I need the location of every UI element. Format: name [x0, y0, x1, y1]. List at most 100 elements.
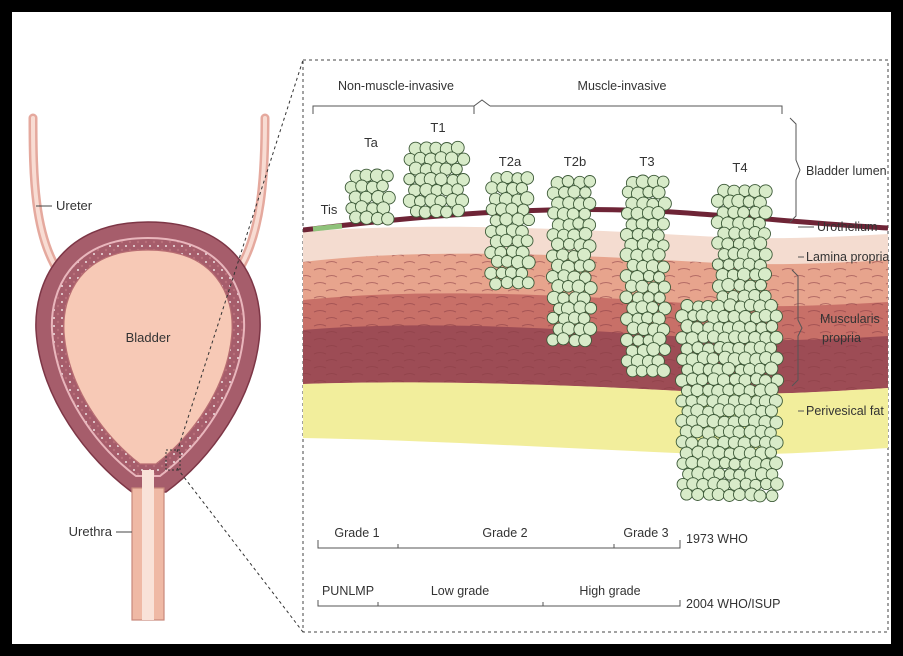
tumor-cell	[653, 249, 665, 261]
tumor-cell	[452, 204, 464, 216]
tumor-cell	[681, 488, 693, 500]
grade-1-label: Grade 1	[334, 526, 379, 540]
tumor-cell	[521, 235, 533, 247]
tumor-cell	[658, 281, 670, 293]
tumor-cell	[562, 176, 574, 188]
tumor-ta	[345, 169, 395, 225]
tumor-cell	[557, 333, 569, 345]
urothelium-label: Urothelium	[817, 220, 877, 234]
tumor-cell	[522, 277, 534, 289]
punlmp-label: PUNLMP	[322, 584, 374, 598]
tumor-cell	[759, 206, 772, 219]
muscularis-label-line1: Muscularis	[820, 312, 880, 326]
tumor-cell	[451, 163, 462, 174]
tumor-cell	[573, 218, 584, 229]
bladder-organ: Ureter Bladder Urethra	[33, 60, 303, 632]
perivesical-fat-label: Perivesical fat	[806, 404, 884, 418]
tumor-cell	[356, 180, 368, 192]
tumor-t3	[620, 175, 671, 377]
tumor-cell	[755, 279, 766, 290]
tumor-cell	[446, 152, 458, 164]
tumor-cell	[584, 322, 597, 335]
high-grade-label: High grade	[579, 584, 640, 598]
tumor-cell	[765, 362, 778, 375]
tumor-cell	[759, 248, 772, 261]
tumor-cell	[523, 214, 535, 226]
tumor-cell	[657, 218, 669, 230]
tumor-cell	[659, 344, 671, 356]
tumor-cell	[723, 404, 736, 417]
tumor-cell	[754, 490, 766, 502]
tumor-cell	[766, 321, 778, 333]
tumor-cell	[522, 256, 535, 269]
tumor-cell	[657, 364, 670, 377]
urethra-label: Urethra	[69, 524, 113, 539]
tumor-t2b	[546, 176, 597, 347]
stage-tis-label: Tis	[321, 202, 338, 217]
tumor-cell	[636, 280, 649, 293]
tumor-cell	[580, 187, 591, 198]
tumor-cell	[500, 234, 512, 246]
tumor-cell	[547, 312, 559, 324]
tumor-cell	[583, 260, 595, 272]
tumor-cell	[691, 425, 704, 438]
grade-3-label: Grade 3	[623, 526, 668, 540]
who-isup-2004-label: 2004 WHO/ISUP	[686, 597, 780, 611]
tumor-cell	[621, 334, 634, 347]
tumor-cell	[585, 302, 597, 314]
tumor-cell	[643, 270, 654, 281]
stage-t1-label: T1	[430, 120, 445, 135]
tumor-cell	[501, 277, 513, 289]
non-muscle-invasive-label: Non-muscle-invasive	[338, 79, 454, 93]
tumor-cell	[766, 490, 778, 502]
grade-2-label: Grade 2	[482, 526, 527, 540]
stage-t4-label: T4	[732, 160, 747, 175]
tumor-cell	[486, 182, 498, 194]
tumor-cell	[765, 405, 777, 417]
tumor-cell	[404, 173, 415, 184]
tumor-cell	[647, 343, 660, 356]
stage-ta-label: Ta	[364, 135, 379, 150]
ureter-label: Ureter	[56, 198, 93, 213]
lamina-propria-label: Lamina propria	[806, 250, 889, 264]
tumor-cell	[743, 196, 755, 208]
who-1973-label: 1973 WHO	[686, 532, 748, 546]
stage-t2b-label: T2b	[564, 154, 586, 169]
zoom-guide-bottom	[177, 468, 303, 632]
tumor-t2a	[485, 171, 535, 290]
stage-t2a-label: T2a	[499, 154, 522, 169]
tumor-cell	[579, 334, 592, 347]
bladder-label: Bladder	[126, 330, 171, 345]
tumor-cell	[419, 206, 431, 218]
tumor-cell	[520, 192, 533, 205]
tumor-cell	[729, 458, 740, 469]
muscularis-label-line2: propria	[822, 331, 861, 345]
stage-t3-label: T3	[639, 154, 654, 169]
tumor-cell	[620, 291, 633, 304]
tumor-cell	[636, 365, 648, 377]
tis-lesion	[313, 226, 342, 229]
tumor-cell	[707, 353, 719, 365]
tumor-cell	[579, 228, 592, 241]
tumor-cell	[572, 280, 585, 293]
tumor-cell	[734, 489, 746, 501]
tumor-cell	[490, 278, 502, 290]
tumor-cell	[770, 457, 783, 470]
tumor-t1	[403, 141, 469, 218]
tumor-cell	[722, 278, 735, 291]
bladder-lumen-label: Bladder lumen	[806, 164, 887, 178]
tumor-cell	[584, 176, 596, 188]
tumor-cell	[441, 206, 453, 218]
tumor-cell	[759, 268, 772, 281]
tumor-cell	[771, 478, 784, 491]
tumor-cell	[722, 362, 735, 375]
muscle-invasive-label: Muscle-invasive	[578, 79, 667, 93]
low-grade-label: Low grade	[431, 584, 489, 598]
tumor-cell	[692, 489, 704, 501]
tumor-cell	[382, 213, 394, 225]
tumor-cell	[712, 488, 724, 500]
tumor-cell	[711, 195, 724, 208]
tumor-cell	[458, 153, 470, 165]
